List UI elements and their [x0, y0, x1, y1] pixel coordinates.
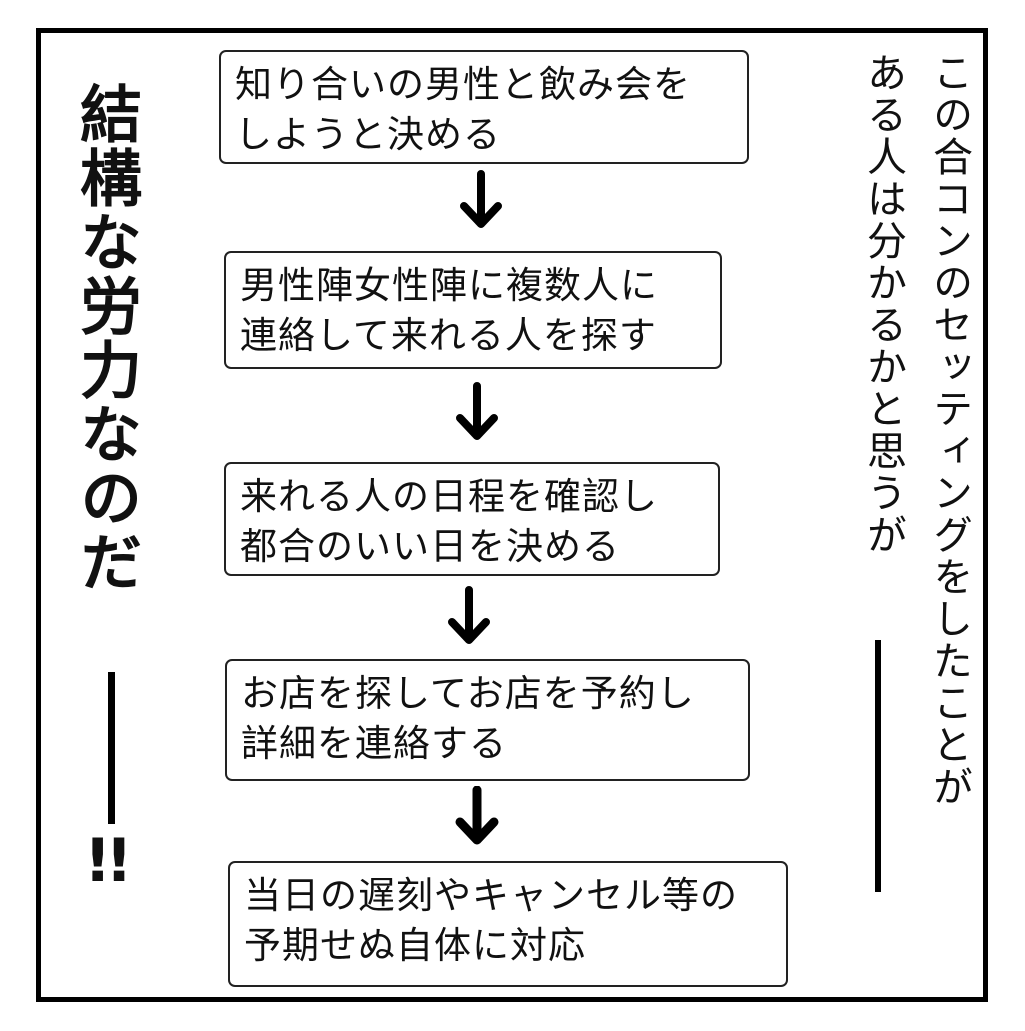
- flow-step-4-line-1: お店を探してお店を予約し: [241, 672, 695, 715]
- down-arrow-icon: [455, 786, 499, 845]
- flow-step-5-line-2: 予期せぬ自体に対応: [244, 924, 586, 967]
- left-exclamation-text: 結構な労力なのだ: [69, 82, 142, 594]
- flow-step-2-line-1: 男性陣女性陣に複数人に: [240, 264, 658, 307]
- right-narration-line-1: この合コンのセッティングをしたことが: [926, 52, 972, 808]
- flow-step-1-line-2: しようと決める: [235, 113, 501, 156]
- flow-step-5: 当日の遅刻やキャンセル等の 予期せぬ自体に対応: [228, 861, 788, 987]
- down-arrow-icon: [456, 382, 498, 440]
- right-narration-dash: [875, 640, 881, 892]
- flow-step-4-line-2: 詳細を連絡する: [241, 722, 507, 765]
- flow-step-3-line-2: 都合のいい日を決める: [240, 525, 620, 568]
- left-exclamation-dash: [108, 672, 115, 824]
- right-narration-line-2: ある人は分かるかと思うが: [860, 52, 906, 556]
- down-arrow-icon: [460, 170, 502, 228]
- flow-step-3: 来れる人の日程を確認し 都合のいい日を決める: [224, 462, 720, 576]
- flow-step-3-line-1: 来れる人の日程を確認し: [240, 475, 658, 518]
- flow-step-4: お店を探してお店を予約し 詳細を連絡する: [225, 659, 750, 781]
- left-exclamation-marks: !!: [84, 826, 133, 896]
- down-arrow-icon: [448, 586, 490, 644]
- flow-step-1: 知り合いの男性と飲み会を しようと決める: [219, 50, 749, 164]
- right-narration: この合コンのセッティングをしたことが ある人は分かるかと思うが: [850, 52, 982, 808]
- left-exclamation: 結構な労力なのだ: [69, 82, 142, 594]
- flow-step-2: 男性陣女性陣に複数人に 連絡して来れる人を探す: [224, 251, 722, 369]
- flow-step-1-line-1: 知り合いの男性と飲み会を: [235, 63, 691, 106]
- flow-step-2-line-2: 連絡して来れる人を探す: [240, 314, 657, 357]
- flow-step-5-line-1: 当日の遅刻やキャンセル等の: [244, 874, 738, 917]
